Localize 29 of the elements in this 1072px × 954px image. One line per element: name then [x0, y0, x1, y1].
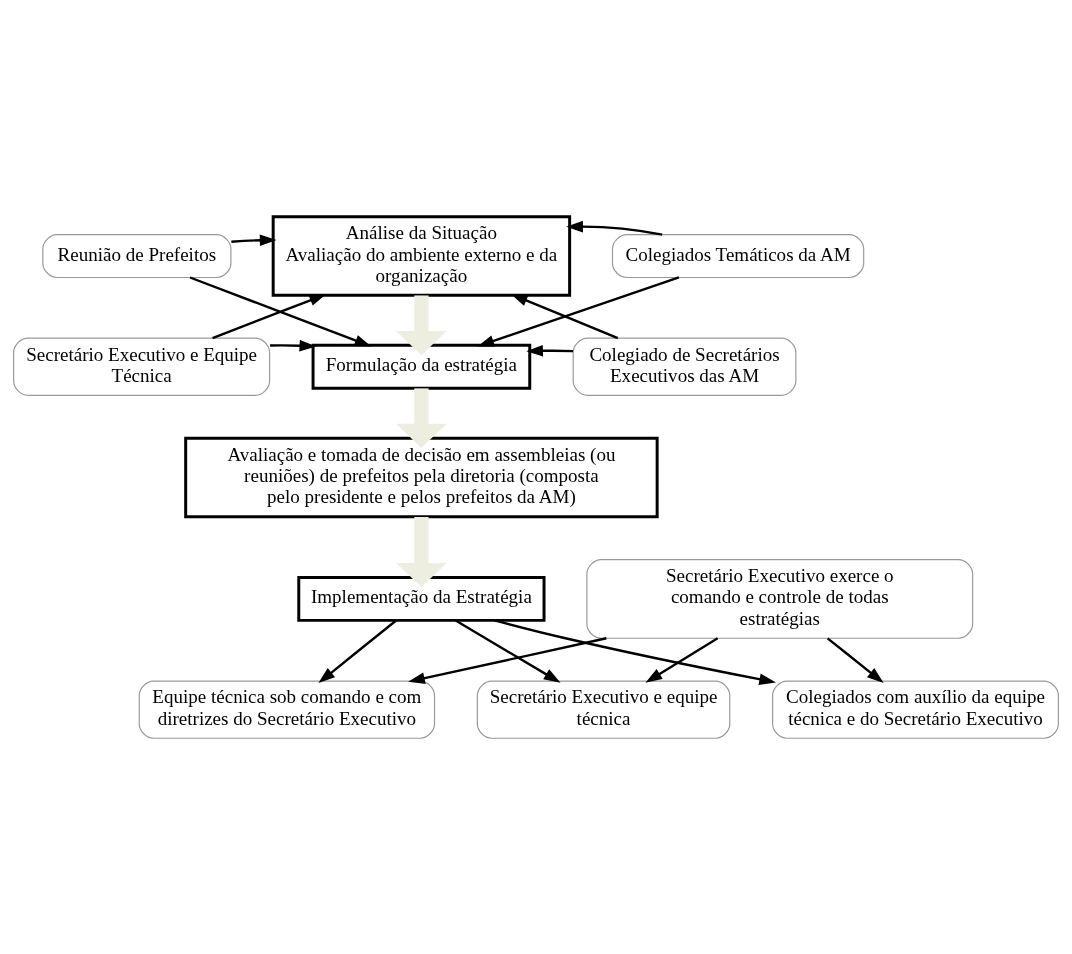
arrow: [526, 344, 574, 357]
arrow: [494, 618, 776, 685]
arrow: [396, 294, 447, 355]
node-box: Colegiados Temáticos da AM: [611, 233, 865, 278]
arrow: [510, 293, 619, 339]
node-box: Implementação da Estratégia: [297, 575, 546, 622]
arrow: [270, 339, 317, 352]
node-box: Colegiados com auxílio da equipe técnica e do Secretário Executivo: [772, 680, 1059, 739]
arrow: [645, 636, 719, 683]
arrow: [408, 636, 607, 684]
arrow: [212, 293, 327, 339]
node-box: Análise da Situação Avaliação do ambiente externo e da organização: [271, 214, 572, 297]
node-box: Formulação da estratégia: [311, 343, 532, 390]
arrow: [396, 387, 447, 448]
node-box: Secretário Executivo exerce o comando e controle de todas estratégias: [586, 558, 974, 639]
node-box: Colegiado de Secretários Executivos das AM: [572, 337, 797, 396]
arrow: [318, 619, 397, 683]
arrow: [826, 636, 884, 683]
arrow: [396, 516, 447, 587]
node-box: Secretário Executivo e Equipe Técnica: [13, 337, 271, 396]
node-box: Reunião de Prefeitos: [42, 233, 232, 278]
arrow: [477, 275, 680, 347]
node-box: Secretário Executivo e equipe técnica: [476, 680, 731, 739]
arrow: [231, 233, 277, 246]
arrow: [189, 275, 372, 347]
node-box: Equipe técnica sob comando e com diretrizes do Secretário Executivo: [138, 680, 436, 739]
arrow: [455, 619, 561, 683]
arrow: [566, 220, 663, 236]
node-box: Avaliação e tomada de decisão em assembleias (ou reuniões) de prefeitos pela diretoria (composta pelo presidente e pelos prefeitos da AM): [184, 436, 659, 518]
